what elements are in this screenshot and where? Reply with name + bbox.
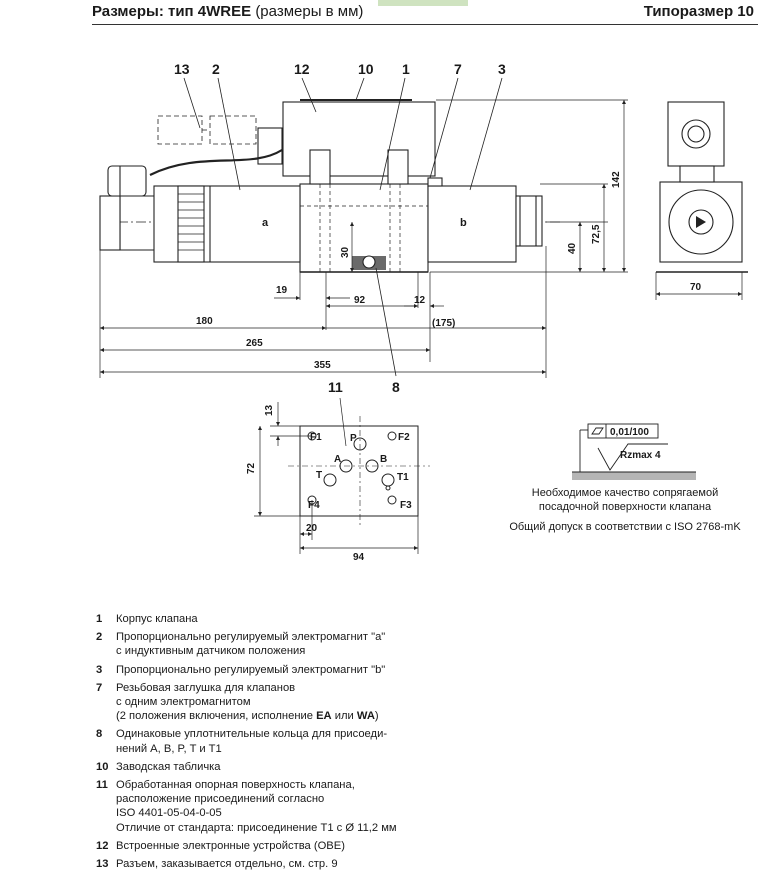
port-A <box>339 459 353 473</box>
solenoid-a-label: a <box>262 217 269 229</box>
dimension-lines <box>99 99 743 378</box>
flatness-tolerance: 0,01/100 <box>610 427 649 438</box>
port-F3 <box>387 495 397 505</box>
dim-355: 355 <box>314 360 331 371</box>
surface-note: Необходимое качество сопрягаемой посадоч… <box>490 486 760 514</box>
surface-note-line1: Необходимое качество сопрягаемой <box>531 487 719 499</box>
dim-19: 19 <box>276 285 288 296</box>
dim-70: 70 <box>690 282 702 293</box>
solenoid-b <box>427 185 517 263</box>
callout-labels: 13 2 12 10 1 7 3 8 11 <box>174 61 506 395</box>
label-T1: T1 <box>397 472 409 483</box>
dim-175: (175) <box>432 318 455 329</box>
dim-265: 265 <box>246 338 263 349</box>
callout-1: 1 <box>402 61 410 77</box>
dim-92: 92 <box>354 295 366 306</box>
callout-13: 13 <box>174 61 190 77</box>
port-labels: F1 F2 F4 F3 P A B T T1 13 72 20 94 <box>246 404 412 563</box>
surface-outline <box>299 425 419 517</box>
solenoid-a <box>153 185 301 263</box>
header-tab-marker <box>378 0 468 6</box>
mounting-surface <box>254 397 430 554</box>
solenoid-b-label: b <box>460 217 467 229</box>
end-view-obe <box>667 101 725 167</box>
label-F2: F2 <box>398 432 410 443</box>
dimension-labels: 19 92 12 (175) 180 265 355 30 40 72,5 14… <box>196 171 702 371</box>
title-bold: Размеры: тип 4WREE <box>92 3 252 20</box>
label-F4: F4 <box>308 500 320 511</box>
port-T <box>323 473 337 487</box>
label-T: T <box>316 470 322 481</box>
dim-20: 20 <box>306 523 318 534</box>
header-rule <box>92 24 758 25</box>
surface-hatch <box>572 472 696 480</box>
dim-72: 72 <box>246 462 257 474</box>
valve-end-view <box>656 101 748 273</box>
callout-12: 12 <box>294 61 310 77</box>
page-title: Размеры: тип 4WREE (размеры в мм) <box>92 3 363 20</box>
tolerance-note: Общий допуск в соответствии с ISO 2768-m… <box>509 521 741 533</box>
label-B: B <box>380 454 387 465</box>
dim-72-5: 72,5 <box>591 224 602 244</box>
size-label: Типоразмер 10 <box>643 3 754 20</box>
side-view-callouts <box>183 77 503 377</box>
dim-12: 12 <box>414 295 426 306</box>
dim-13: 13 <box>264 404 275 416</box>
port-P <box>353 437 367 451</box>
callout-10: 10 <box>358 61 374 77</box>
surface-note-line2: посадочной поверхности клапана <box>538 501 712 513</box>
callout-2: 2 <box>212 61 220 77</box>
label-A: A <box>334 454 341 465</box>
callout-7: 7 <box>454 61 462 77</box>
connector-a <box>107 165 147 197</box>
callout-3: 3 <box>498 61 506 77</box>
surface-quality-symbol <box>572 423 696 480</box>
callout-8: 8 <box>392 379 400 395</box>
callout-11: 11 <box>328 379 343 395</box>
label-P: P <box>350 433 357 444</box>
valve-side-view <box>99 99 560 273</box>
port-B <box>365 459 379 473</box>
dim-94: 94 <box>353 552 365 563</box>
title-units: (размеры в мм) <box>255 3 364 20</box>
dim-142: 142 <box>611 171 622 188</box>
label-F3: F3 <box>400 500 412 511</box>
dim-30: 30 <box>340 246 351 258</box>
dim-40: 40 <box>567 242 578 254</box>
position-sensor <box>99 195 121 251</box>
obe-housing <box>282 101 436 177</box>
port-F2 <box>387 431 397 441</box>
label-F1: F1 <box>310 432 322 443</box>
dim-180: 180 <box>196 316 213 327</box>
roughness-value: Rzmax 4 <box>620 450 661 461</box>
